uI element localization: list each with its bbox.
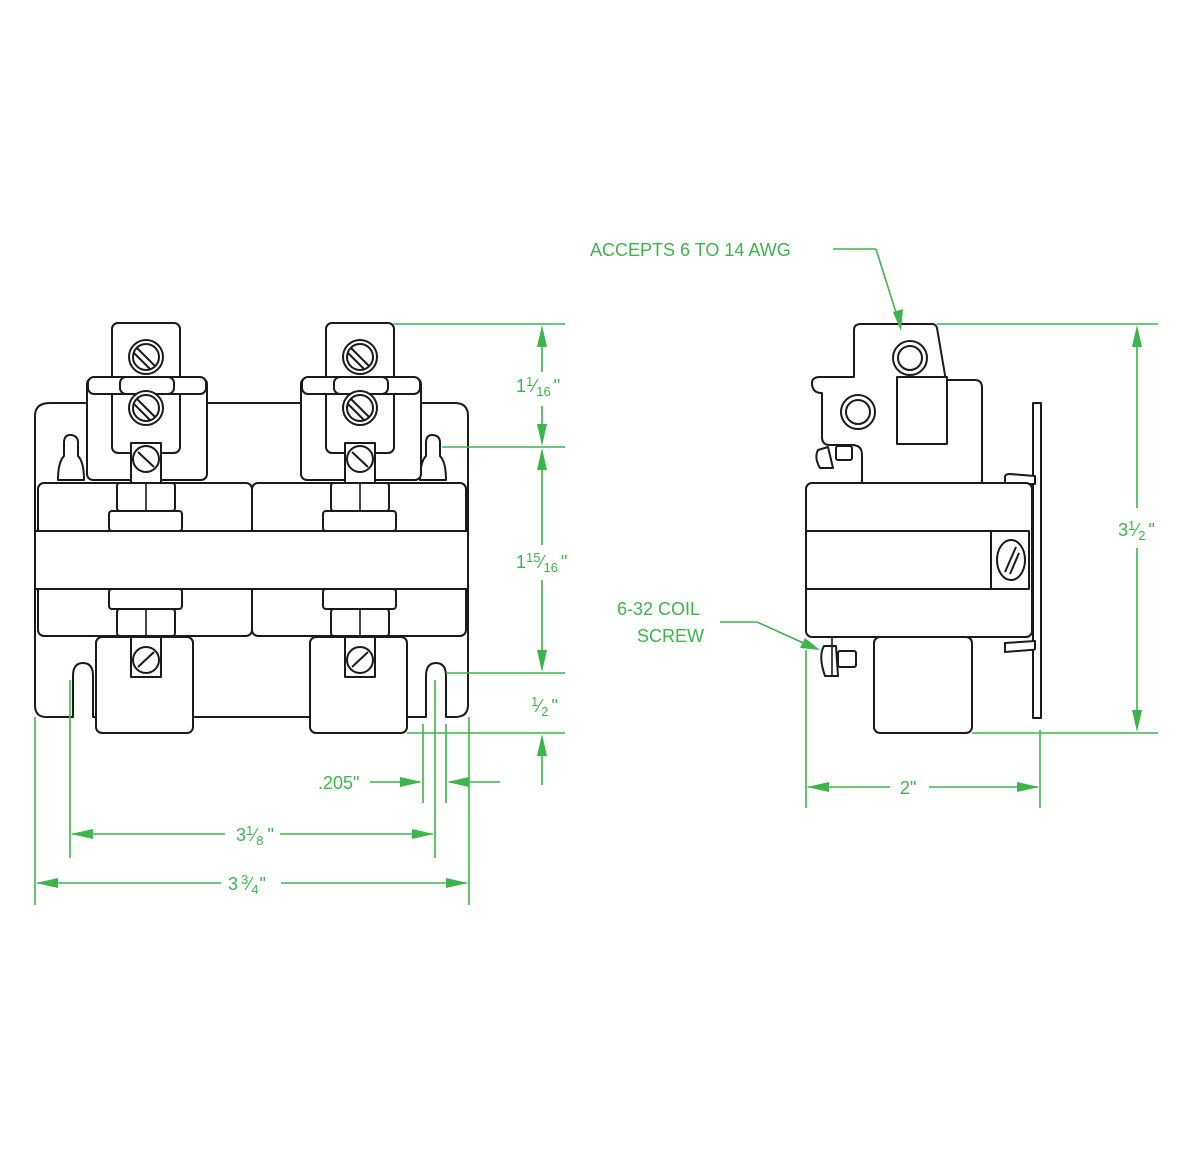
callout-coil-screw-line2: SCREW — [637, 626, 704, 646]
terminal-right — [300, 322, 422, 484]
dim-slot-width: .205" — [318, 773, 359, 793]
side-lower-stem — [873, 636, 973, 734]
dim-slot-spacing: 31⁄8" — [236, 823, 274, 848]
dim-body-height: 115⁄16" — [516, 550, 567, 575]
front-dimensions: 11⁄16" 115⁄16" 1⁄2" .205" 31⁄8" — [34, 323, 567, 905]
callout-coil-screw-line1: 6-32 COIL — [617, 599, 700, 619]
front-view — [34, 322, 469, 734]
dim-side-depth: 2" — [900, 778, 916, 798]
side-dimensions: ACCEPTS 6 TO 14 AWG 31⁄2" 6-32 COIL SCRE… — [590, 240, 1158, 808]
coil-screw-lower — [820, 637, 857, 677]
dim-base-offset: 1⁄2" — [531, 694, 558, 719]
center-band — [34, 530, 469, 590]
callout-wire-range: ACCEPTS 6 TO 14 AWG — [590, 240, 791, 260]
side-view — [805, 323, 1042, 734]
dim-side-height: 31⁄2" — [1118, 518, 1155, 543]
terminal-left — [86, 322, 208, 484]
coil-screw-upper — [815, 445, 853, 469]
mounting-plate — [1032, 402, 1042, 719]
dim-terminal-height: 11⁄16" — [516, 374, 560, 399]
keyhole-slot-right — [419, 434, 447, 481]
keyhole-slot-left — [57, 434, 85, 481]
